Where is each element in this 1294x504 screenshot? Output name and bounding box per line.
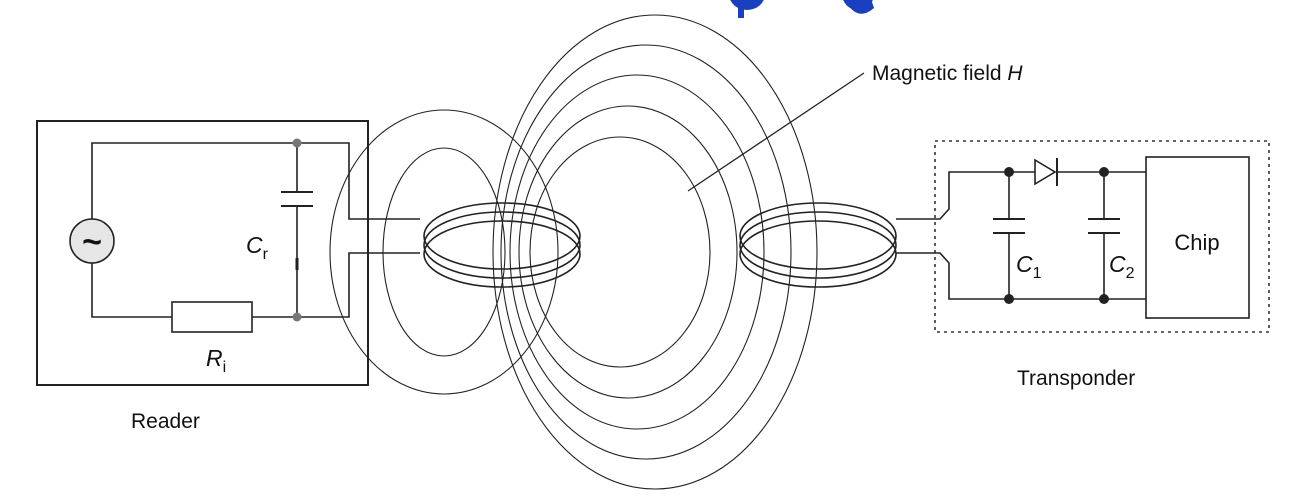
- magnetic-field-label: Magnetic field H: [872, 62, 1023, 85]
- junction-dot: [292, 312, 302, 322]
- transponder-circuit-wires: [896, 171, 1146, 300]
- chip-label: Chip: [1174, 230, 1219, 255]
- magnetic-field-lines: [329, 14, 818, 490]
- c1-label: C1: [1016, 251, 1042, 282]
- transponder-label: Transponder: [1017, 367, 1135, 390]
- diode: [1034, 158, 1058, 186]
- capacitor-c1: [993, 218, 1025, 234]
- reader-antenna-coil: [423, 202, 581, 288]
- c2-label: C2: [1109, 251, 1135, 282]
- transponder-box: [934, 140, 1270, 333]
- cr-label: Cr: [246, 232, 269, 263]
- ri-label: Ri: [206, 345, 226, 376]
- reader-label: Reader: [131, 410, 200, 433]
- reader: ~ Cr Ri Reader: [36, 120, 420, 433]
- junction-dot: [1004, 294, 1014, 304]
- cropped-title-fragment: [730, 0, 874, 18]
- junction-dot: [1004, 167, 1014, 177]
- magnetic-field-leader-line: [687, 72, 865, 192]
- reader-circuit-wires: [91, 142, 420, 318]
- transponder: C1 C2 Chip Transponder: [896, 140, 1270, 390]
- junction-dot: [1099, 167, 1109, 177]
- chip-box: [1145, 156, 1250, 319]
- ac-source-symbol: ~: [82, 223, 102, 261]
- junction-dot: [292, 138, 302, 148]
- resistor-ri: [171, 301, 253, 333]
- capacitor-cr: [281, 191, 313, 207]
- junction-dot: [1099, 294, 1109, 304]
- ac-source: [69, 218, 115, 264]
- capacitor-c2: [1088, 218, 1120, 234]
- transponder-antenna-coil: [739, 202, 897, 288]
